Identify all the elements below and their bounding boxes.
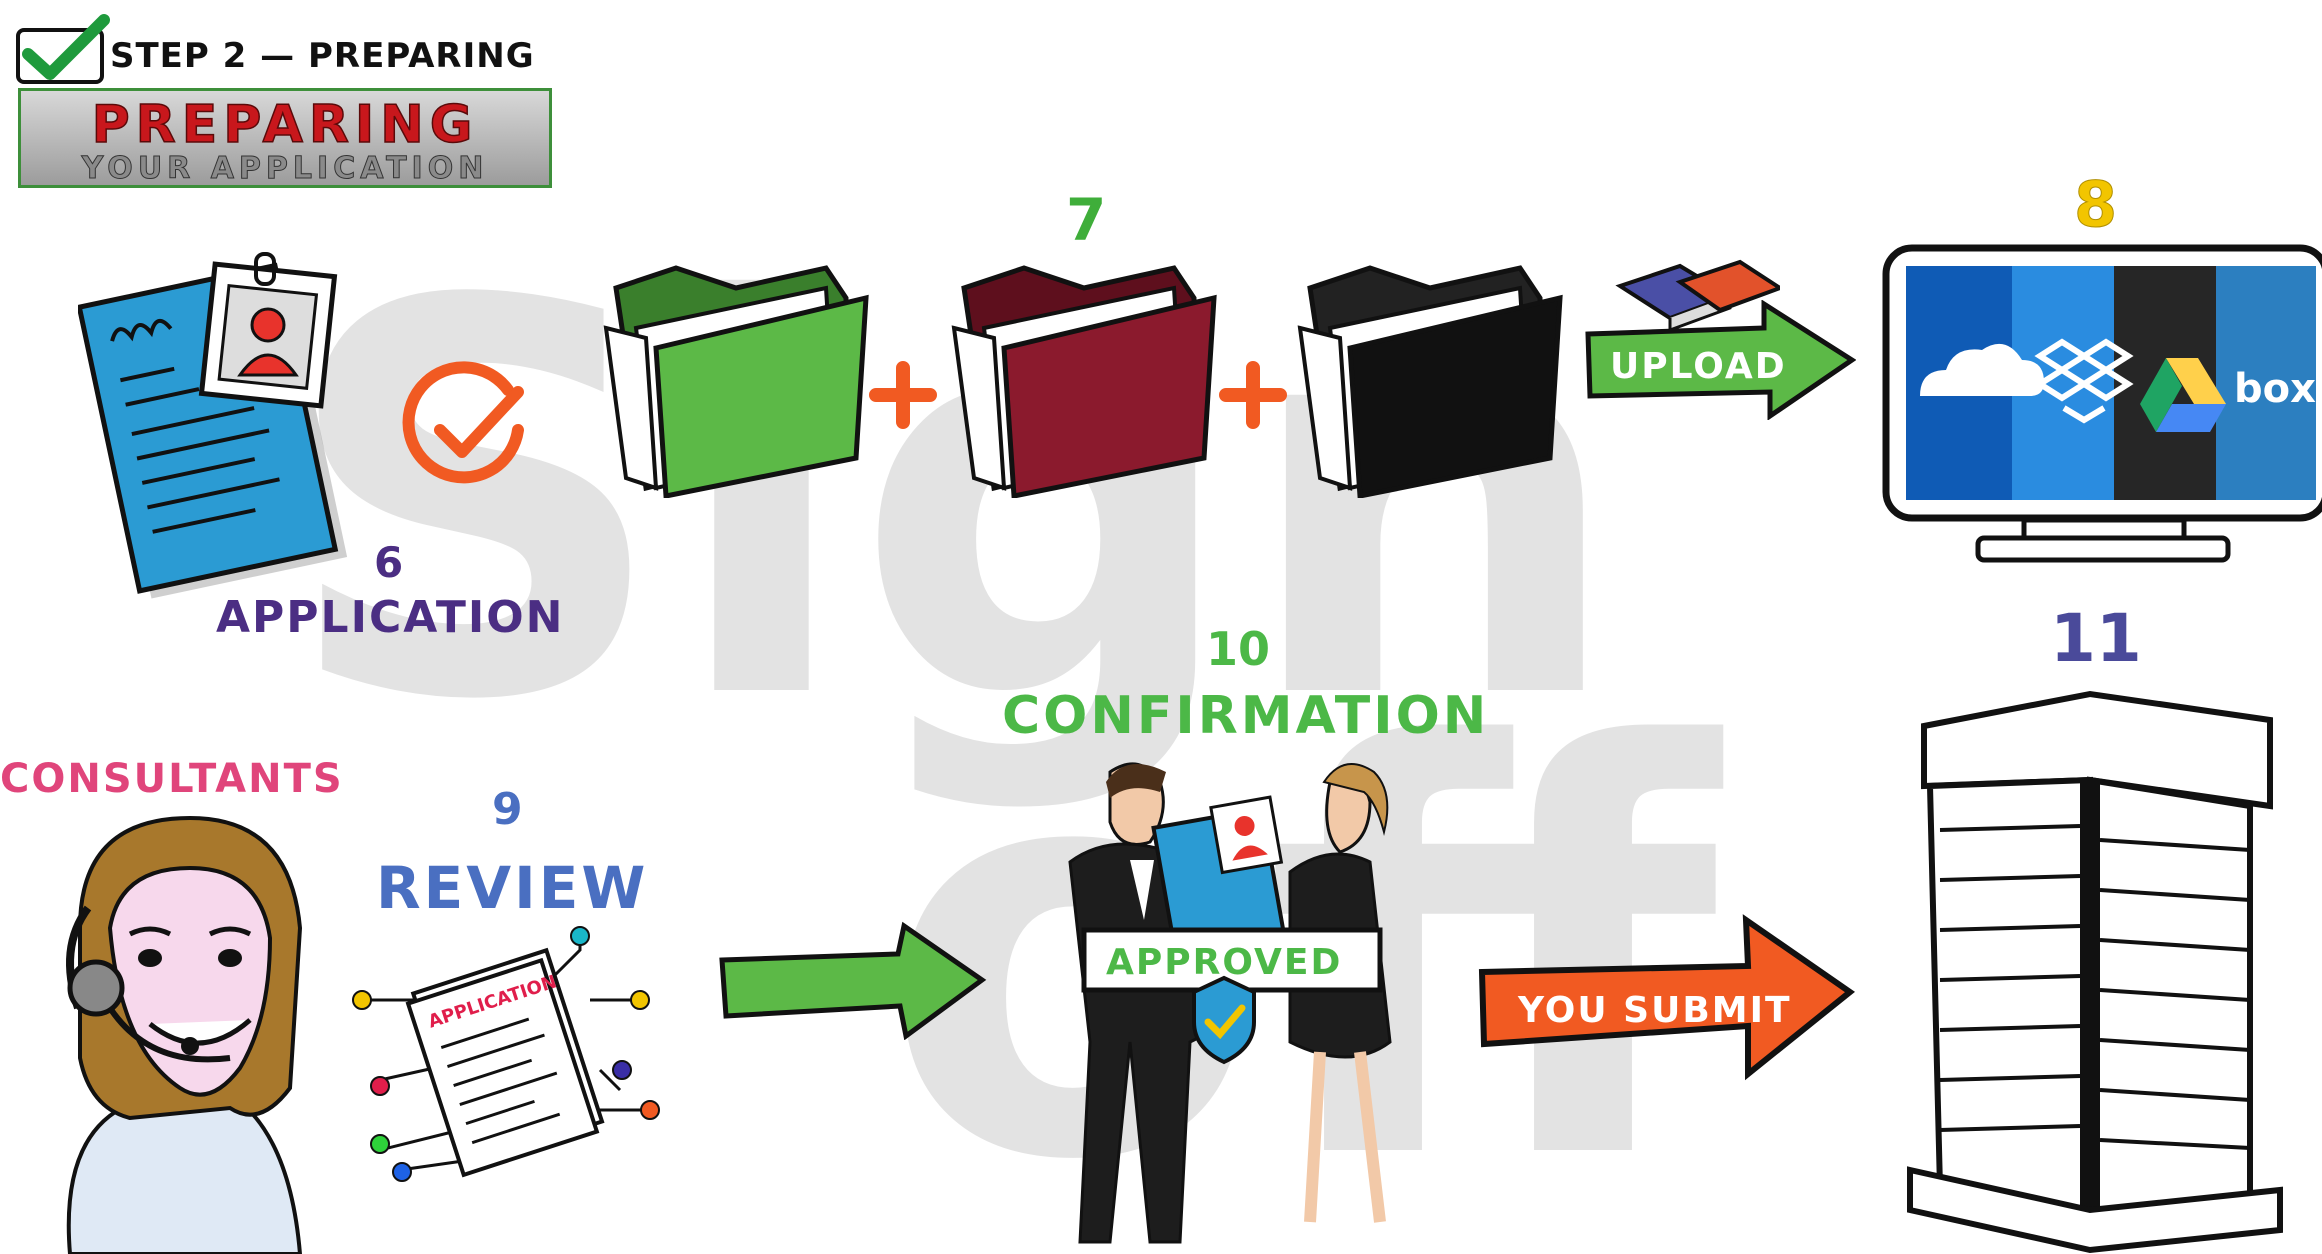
node-dot [370,1076,390,1096]
step-6-number: 6 [374,538,404,587]
onedrive-icon [1920,343,2044,396]
node-dot [612,1060,632,1080]
checkmark-icon [16,14,110,84]
banner-title: PREPARING [91,94,479,156]
node-dot [570,926,590,946]
node-dot [392,1162,412,1182]
step-8-number: 8 [2073,168,2118,242]
green-folder-icon [603,265,869,498]
plus-icon-2 [1219,361,1287,429]
step-title: STEP 2 — PREPARING [110,36,535,76]
dropbox-icon [2034,338,2134,424]
step-9-label: REVIEW [376,854,649,922]
shield-icon [1192,975,1256,1065]
approved-label: APPROVED [1106,942,1342,983]
step-11-number: 11 [2050,600,2142,677]
plus-icon [869,361,937,429]
step-7-number: 7 [1066,186,1107,254]
submit-label: YOU SUBMIT [1517,990,1792,1031]
upload-label: UPLOAD [1610,346,1787,387]
box-logo: box [2234,366,2316,412]
step-9-number: 9 [492,784,523,835]
approved-document-icon [1151,795,1289,969]
consultant-avatar [66,815,303,1254]
handshake-illustration: APPROVED [1068,762,1392,1244]
node-dot [630,990,650,1010]
step-10-number: 10 [1206,622,1271,676]
banner-subtitle: YOUR APPLICATION [81,151,489,187]
books-icon [1615,259,1780,333]
black-folder-icon [1297,265,1563,498]
review-document-icon: APPLICATION [352,926,660,1182]
step-10-label: CONFIRMATION [1002,686,1490,746]
google-drive-icon [2140,358,2226,432]
node-dot [352,990,372,1010]
step-6-label: APPLICATION [216,592,565,643]
headset-icon [67,959,125,1017]
node-dot [640,1100,660,1120]
preparing-banner: PREPARING YOUR APPLICATION [18,88,552,188]
submit-arrow: YOU SUBMIT [1478,914,1856,1081]
businesswoman-figure [1288,763,1392,1223]
upload-arrow: UPLOAD [1585,300,1856,420]
check-circle-icon [402,361,524,484]
consultants-label: CONSULTANTS [0,756,344,802]
office-building-icon [1907,690,2283,1254]
node-dot [370,1134,390,1154]
cloud-monitor-icon: box [1882,244,2322,563]
maroon-folder-icon [951,265,1217,498]
review-to-confirmation-arrow [719,921,987,1040]
application-document-icon [78,252,348,599]
